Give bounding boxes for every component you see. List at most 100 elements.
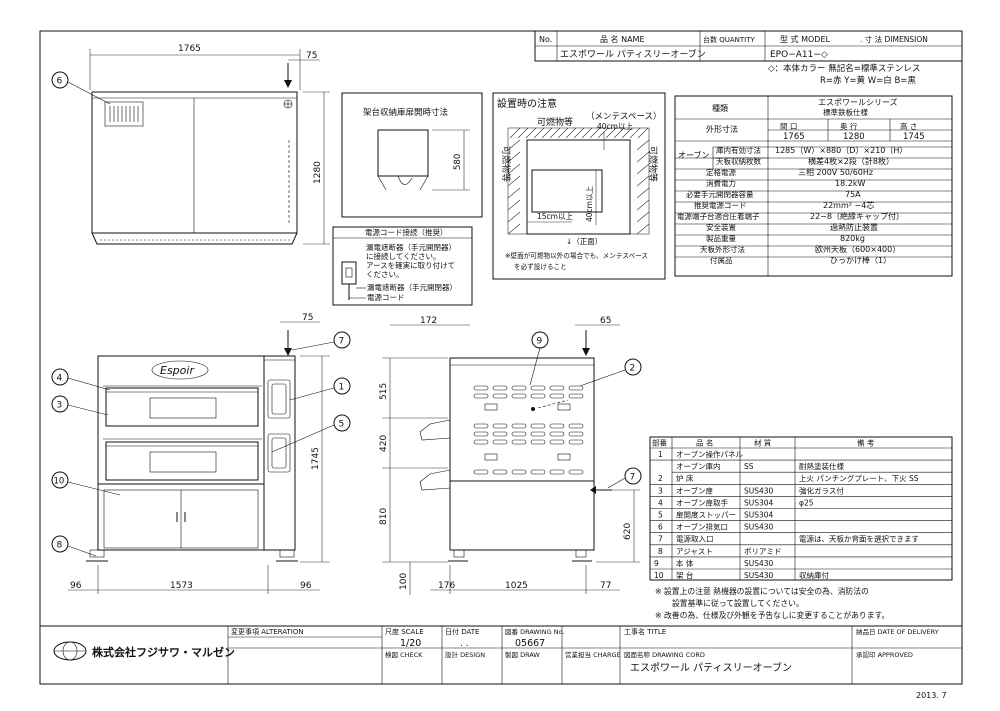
- parts-row-material: SUS430: [744, 571, 774, 580]
- parts-row-material: SS: [744, 462, 754, 471]
- drawing-cord-value: エスポワール パティスリーオーブン: [630, 661, 792, 674]
- spec-head-height: 高 さ: [900, 121, 917, 131]
- parts-row-name: 扉開度ストッパー: [676, 510, 736, 520]
- drawing-no-label: 図番 DRAWING No.: [505, 628, 565, 636]
- parts-row-no: 2: [658, 474, 663, 483]
- spec-safety-label: 安全装置: [706, 222, 736, 232]
- install-title: 設置時の注意: [497, 97, 557, 110]
- side-77-dim: 77: [600, 581, 611, 591]
- parts-row-name: オーブン扉: [676, 485, 714, 495]
- callout-3: 3: [57, 401, 63, 411]
- parts-header-3: 備 考: [857, 438, 875, 448]
- spec-dims-label: 外形寸法: [706, 124, 738, 134]
- spec-terminal-label: 電源端子台適合圧着端子: [677, 211, 760, 221]
- spec-power-label: 定格電源: [706, 167, 736, 177]
- color-note-2: R=赤 Y=黄 W=白 B=黒: [820, 75, 916, 86]
- spec-consume-value: 18.2kW: [835, 179, 865, 188]
- parts-row-name: 炉 床: [676, 473, 694, 483]
- spec-consume-label: 消費電力: [706, 178, 736, 188]
- date-label: 日付 DATE: [445, 627, 479, 636]
- approved-label: 承認印 APPROVED: [856, 650, 913, 659]
- spec-plate-label: 天板外形寸法: [700, 244, 745, 254]
- parts-row-no: 6: [658, 523, 663, 532]
- install-maint: （メンテスペース）: [586, 111, 661, 122]
- parts-row-note: 上火 パンチングプレート、下火 SS: [799, 473, 919, 483]
- title-block: 株式会社フジサワ・マルゼン 変更事項 ALTERATION 尺度 SCALE 1…: [39, 625, 963, 685]
- parts-row-material: SUS304: [744, 498, 774, 507]
- callout-5: 5: [339, 420, 345, 430]
- side-view: 172 65 515 420 810: [379, 316, 640, 595]
- install-note-2: を必ず設けること: [514, 262, 567, 271]
- model-number: EPO−A11−◇: [770, 50, 828, 60]
- door-box-dim: 580: [453, 154, 463, 170]
- parts-row-material: SUS430: [744, 559, 774, 568]
- spec-safety-value: 過熱防止装置: [830, 222, 878, 232]
- door-open-box: 架台収納庫扉開時寸法 580: [341, 92, 483, 218]
- spec-value-width: 1765: [783, 132, 805, 142]
- parts-row-name: アジャスト: [676, 547, 713, 556]
- spec-inner-value: 1285（W）×880（D）×210（H）: [775, 146, 907, 155]
- spec-cord-label: 推奨電源コード: [694, 200, 747, 210]
- spec-weight-label: 製品重量: [706, 233, 736, 243]
- front-offset-dim: 75: [302, 313, 313, 323]
- parts-header-1: 品 名: [696, 438, 713, 448]
- parts-header-0: 部番: [652, 438, 667, 448]
- note-3: ※ 改善の為、仕様及び外観を予告なしに変更することがあります。: [655, 610, 889, 620]
- product-name: エスポワール パティスリーオーブン: [560, 48, 706, 60]
- model-label: 型 式 MODEL: [780, 34, 830, 44]
- door-box-title: 架台収納庫扉開時寸法: [363, 107, 448, 118]
- notes: ※ 設置上の注意 熱機器の設置については安全の為、消防法の 設置基準に従って設置…: [655, 586, 889, 620]
- callouts: 6 7 4 3 1 5 10 8 9 2 7: [51, 71, 642, 557]
- date-value: . .: [460, 639, 469, 649]
- scale-value: 1/20: [400, 638, 421, 649]
- name-label: 品 名 NAME: [600, 34, 645, 44]
- install-gap-front: 40cm以上: [585, 186, 594, 222]
- parts-row-name: 電源取入口: [676, 535, 714, 544]
- front-view: 75 Espoir 1745 96 1: [68, 313, 330, 594]
- side-vents: [473, 385, 584, 475]
- front-left-dim: 96: [70, 581, 82, 591]
- install-gap-top: 40cm以上: [597, 122, 633, 131]
- front-height-dim: 1745: [311, 447, 321, 470]
- design-label: 設計 DESIGN: [445, 650, 485, 659]
- parts-row-no: 8: [658, 547, 663, 556]
- parts-row-no: 4: [658, 498, 663, 507]
- parts-row-note: 収納庫付: [799, 570, 829, 580]
- power-line-2: に接続してください。: [366, 251, 441, 261]
- delivery-label: 納品日 DATE OF DELIVERY: [856, 627, 939, 636]
- install-note-1: ※壁面が可燃物以外の場合でも、メンテスペース: [505, 251, 648, 260]
- side-420-dim: 420: [379, 435, 389, 452]
- drawing-no: 05667: [515, 638, 545, 649]
- spec-head-width: 間 口: [780, 122, 797, 131]
- parts-row-name: 本 体: [676, 558, 694, 568]
- parts-header-2: 材 質: [754, 438, 772, 448]
- top-height-dim: 1280: [313, 161, 323, 184]
- spec-breaker-value: 75A: [845, 190, 861, 199]
- check-label: 検図 CHECK: [385, 650, 423, 659]
- spec-acc-value: ひっかけ棒（1）: [830, 255, 891, 265]
- install-combustible: 可燃物等: [537, 116, 573, 128]
- alteration-label: 変更事項 ALTERATION: [231, 627, 304, 636]
- power-line-3: アースを確実に取り付けて: [366, 260, 455, 270]
- spec-inner-label: 庫内有効寸法: [716, 145, 761, 155]
- spec-series-sub: 標準鉄板仕様: [823, 107, 868, 117]
- parts-row-note: φ25: [799, 498, 814, 507]
- callout-2: 2: [630, 364, 636, 374]
- callout-8: 8: [57, 541, 63, 551]
- spec-head-depth: 奥 行: [840, 121, 858, 131]
- title-label: 工事名 TITLE: [624, 627, 666, 636]
- spec-table: 種類 エスポワールシリーズ 標準鉄板仕様 外形寸法 間 口 奥 行 高 さ 17…: [674, 95, 953, 277]
- spec-acc-label: 付属品: [710, 255, 733, 265]
- scale-label: 尺度 SCALE: [385, 627, 424, 636]
- parts-row-no: 7: [658, 535, 663, 544]
- spec-breaker-label: 必要手元開閉器容量: [686, 189, 754, 199]
- power-line-4: ください。: [366, 270, 404, 279]
- espoir-logo: Espoir: [160, 364, 195, 377]
- callout-1: 1: [339, 383, 345, 393]
- spec-cord-value: 22mm² −4芯: [823, 200, 874, 210]
- top-width-dim: 1765: [178, 44, 201, 54]
- top-offset-dim: 75: [306, 51, 317, 61]
- spec-series: エスポワールシリーズ: [818, 97, 898, 107]
- callout-9: 9: [537, 337, 543, 347]
